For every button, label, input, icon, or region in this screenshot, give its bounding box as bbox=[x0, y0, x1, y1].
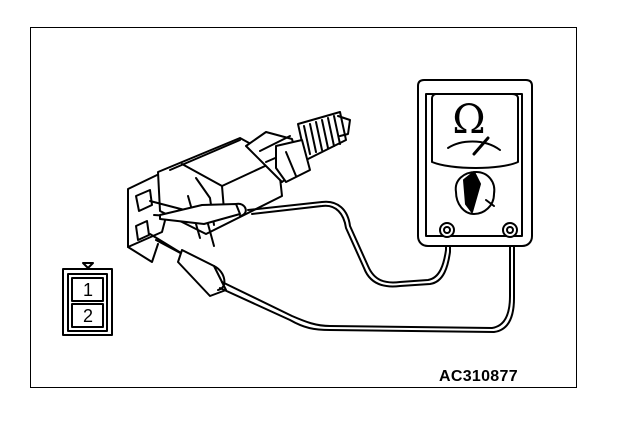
selector-knob-icon bbox=[454, 171, 496, 215]
meter-unit-symbol: Ω bbox=[452, 97, 485, 143]
test-probe-icon-2 bbox=[155, 239, 515, 333]
connector-key-marker bbox=[82, 262, 94, 269]
test-probe-icon bbox=[159, 200, 451, 288]
pin-1-label: 1 bbox=[83, 280, 93, 300]
reference-code: AC310877 bbox=[439, 368, 518, 385]
ohmmeter-icon bbox=[417, 79, 533, 247]
connector-inner bbox=[67, 273, 108, 332]
pin-1-cell bbox=[71, 277, 104, 302]
figure-frame bbox=[30, 27, 577, 388]
pin-2-cell bbox=[71, 303, 104, 328]
connector-outline bbox=[62, 268, 113, 336]
connector-pin-view bbox=[62, 262, 113, 336]
brake-light-switch-icon bbox=[127, 111, 351, 263]
pin-2-label: 2 bbox=[83, 306, 93, 326]
